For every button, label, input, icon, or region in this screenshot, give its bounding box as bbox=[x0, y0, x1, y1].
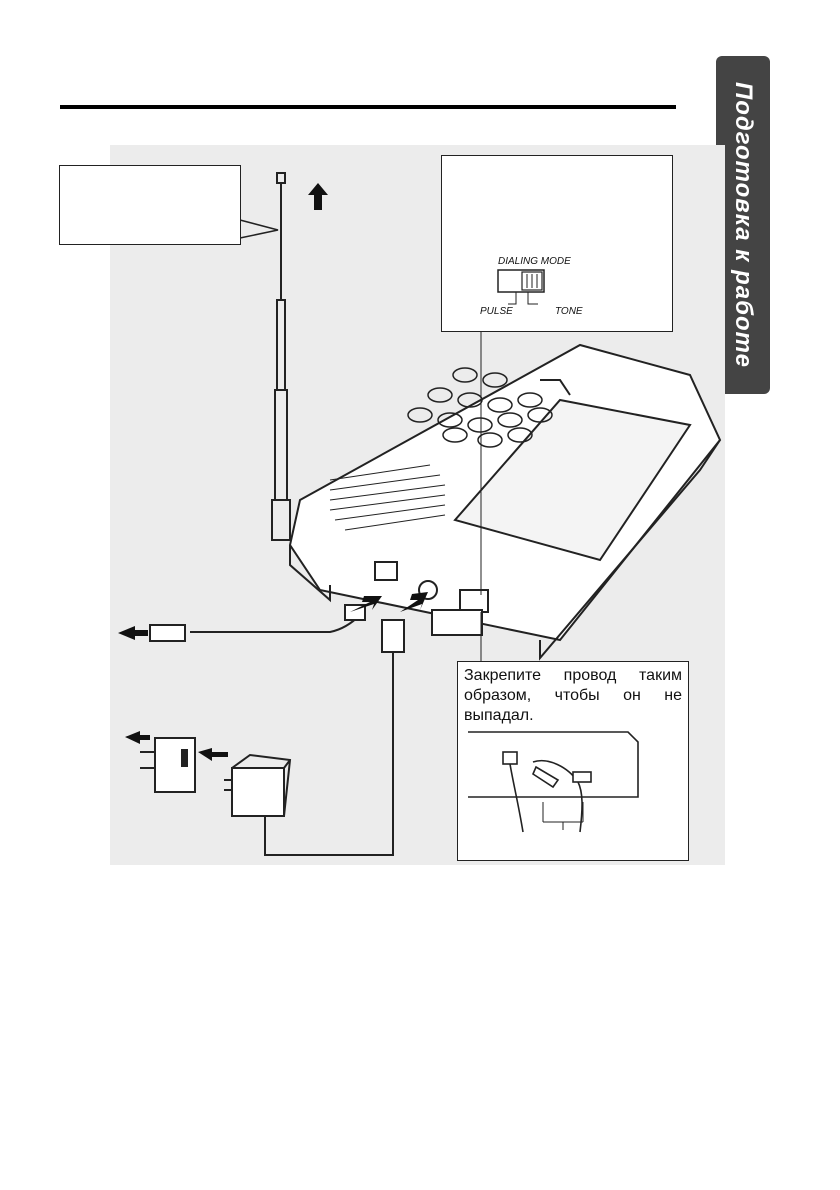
left-arrow-icon bbox=[125, 731, 150, 744]
dialing-mode-box: DIALING MODE PULSE TONE bbox=[441, 155, 673, 332]
dialing-mode-title: DIALING MODE bbox=[498, 256, 571, 267]
rear-switch-housing bbox=[459, 589, 489, 613]
cord-fastening-box: Закрепите провод таким образом, чтобы он… bbox=[457, 661, 689, 861]
header-rule bbox=[60, 105, 676, 109]
left-arrow-icon bbox=[118, 626, 148, 640]
antenna-tip bbox=[276, 172, 286, 184]
telephone-line-plug bbox=[149, 624, 186, 642]
plug-converter bbox=[154, 737, 196, 793]
tone-label: TONE bbox=[555, 306, 583, 317]
cord-fastening-detail bbox=[468, 731, 639, 833]
plug-in-arrow-icon bbox=[400, 592, 428, 612]
dc-plug bbox=[381, 619, 405, 653]
antenna-note-box bbox=[59, 165, 241, 245]
plug-in-arrow-icon bbox=[198, 748, 228, 761]
dialing-mode-switch bbox=[497, 269, 545, 305]
ac-adapter bbox=[231, 767, 285, 817]
cord-fastening-note: Закрепите провод таким образом, чтобы он… bbox=[464, 667, 682, 724]
phone-line-jack bbox=[374, 561, 398, 581]
up-arrow-icon bbox=[308, 183, 328, 210]
section-side-tab: Подготовка к работе bbox=[716, 56, 770, 394]
pulse-label: PULSE bbox=[480, 306, 513, 317]
detail-line-jack bbox=[502, 751, 518, 765]
plug-in-arrow-icon bbox=[350, 596, 382, 612]
